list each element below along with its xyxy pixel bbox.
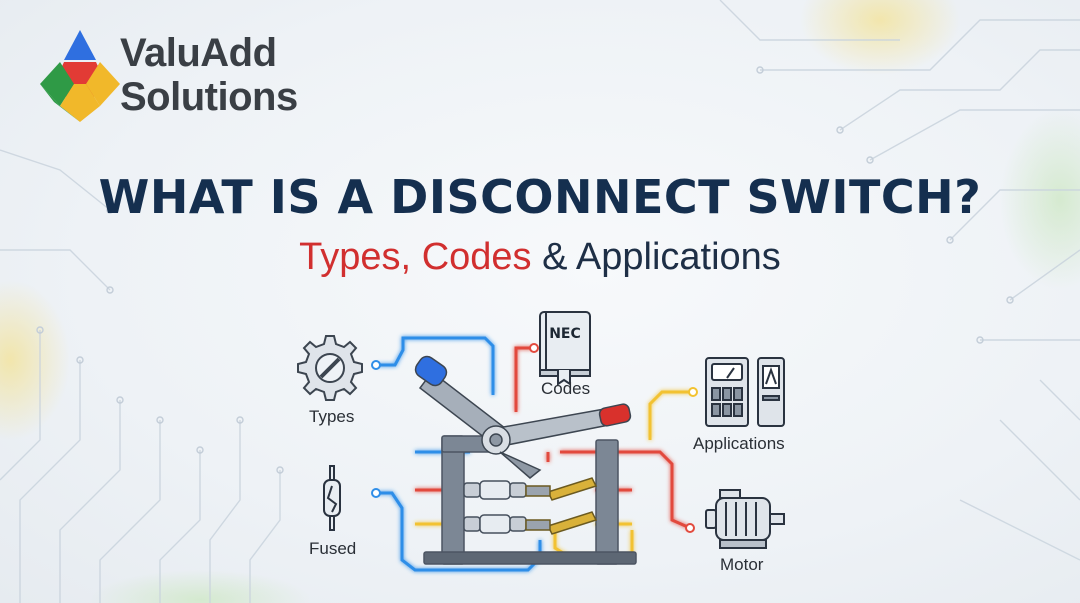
label-applications: Applications (693, 434, 785, 453)
brand-line1: ValuAdd (120, 31, 277, 75)
label-types: Types (309, 407, 355, 426)
book-label: NEC (549, 326, 581, 342)
page-title: WHAT IS A DISCONNECT SWITCH? (98, 170, 982, 224)
control-panel-icon (705, 357, 785, 427)
connector-dots (371, 343, 698, 533)
label-codes: Codes (541, 379, 591, 398)
switch-blades (525, 477, 598, 535)
label-motor: Motor (720, 555, 764, 574)
gear-icon (297, 335, 363, 401)
fuse-icon (323, 465, 341, 531)
subtitle-codes: Codes (421, 236, 532, 278)
switch-handle (414, 355, 632, 479)
fuse-set (463, 480, 527, 534)
motor-icon (705, 489, 785, 549)
subtitle-types: Types, (299, 236, 412, 278)
subtitle-applications: & Applications (542, 236, 781, 278)
label-fused: Fused (309, 539, 357, 558)
brand-name: ValuAdd Solutions (120, 33, 298, 117)
brand-line2: Solutions (120, 75, 298, 119)
book-icon (539, 311, 591, 386)
page-subtitle: Types, Codes & Applications (0, 236, 1080, 279)
logo-mark (40, 30, 120, 122)
switch-frame (423, 435, 637, 565)
